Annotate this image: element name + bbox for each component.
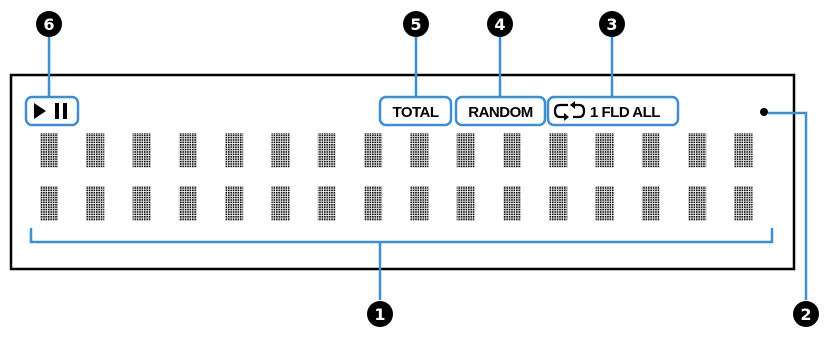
callout-1: 1 <box>367 301 393 327</box>
play-icon <box>34 103 46 119</box>
character-cell <box>456 133 475 168</box>
character-cell <box>734 133 753 168</box>
character-cell <box>178 186 197 221</box>
character-cell <box>40 133 58 168</box>
svg-text:3: 3 <box>606 15 617 34</box>
character-cell <box>688 133 707 168</box>
character-cell <box>364 133 383 168</box>
character-cell <box>364 186 383 221</box>
pause-icon <box>55 103 59 119</box>
character-cell <box>178 133 197 168</box>
character-cell <box>132 133 151 168</box>
svg-text:4: 4 <box>494 15 505 34</box>
callout-5: 5 <box>403 11 429 37</box>
character-cell <box>225 133 244 168</box>
play-pause-indicator <box>24 95 80 127</box>
total-label: TOTAL <box>392 104 438 121</box>
character-cell <box>317 133 336 168</box>
svg-text:1: 1 <box>374 305 385 324</box>
random-label: RANDOM <box>468 104 533 121</box>
character-grid <box>40 133 753 221</box>
character-cell <box>317 186 336 221</box>
character-cell <box>688 186 707 221</box>
character-cell <box>549 186 568 221</box>
character-cell <box>40 186 58 221</box>
callout-3: 3 <box>599 11 625 37</box>
character-cell <box>456 186 475 221</box>
display-frame <box>9 73 796 271</box>
character-cell <box>595 133 614 168</box>
character-cell <box>132 186 151 221</box>
svg-text:6: 6 <box>43 15 54 34</box>
svg-text:5: 5 <box>410 15 421 34</box>
character-cell <box>549 133 568 168</box>
callout-6: 6 <box>36 11 62 37</box>
repeat-indicator: 1 FLD ALL <box>546 95 680 127</box>
character-cell <box>271 133 290 168</box>
character-cell <box>410 133 429 168</box>
character-cell <box>410 186 429 221</box>
character-cell <box>271 186 290 221</box>
character-cell <box>86 186 105 221</box>
character-cell <box>641 133 660 168</box>
character-cell <box>86 133 105 168</box>
character-cell <box>641 186 660 221</box>
repeat-label: 1 FLD ALL <box>590 104 660 121</box>
total-indicator: TOTAL <box>378 95 453 127</box>
status-dot <box>760 108 768 116</box>
character-cell <box>734 186 753 221</box>
character-cell <box>503 133 521 168</box>
callout-2: 2 <box>793 301 819 327</box>
character-cell <box>595 186 614 221</box>
character-cell <box>503 186 521 221</box>
random-indicator: RANDOM <box>454 95 547 127</box>
character-cell <box>225 186 244 221</box>
callout-4: 4 <box>487 11 513 37</box>
svg-text:2: 2 <box>800 305 811 324</box>
repeat-icon <box>553 101 586 121</box>
character-area-bracket <box>29 228 774 244</box>
callout-2-leader <box>768 111 808 300</box>
